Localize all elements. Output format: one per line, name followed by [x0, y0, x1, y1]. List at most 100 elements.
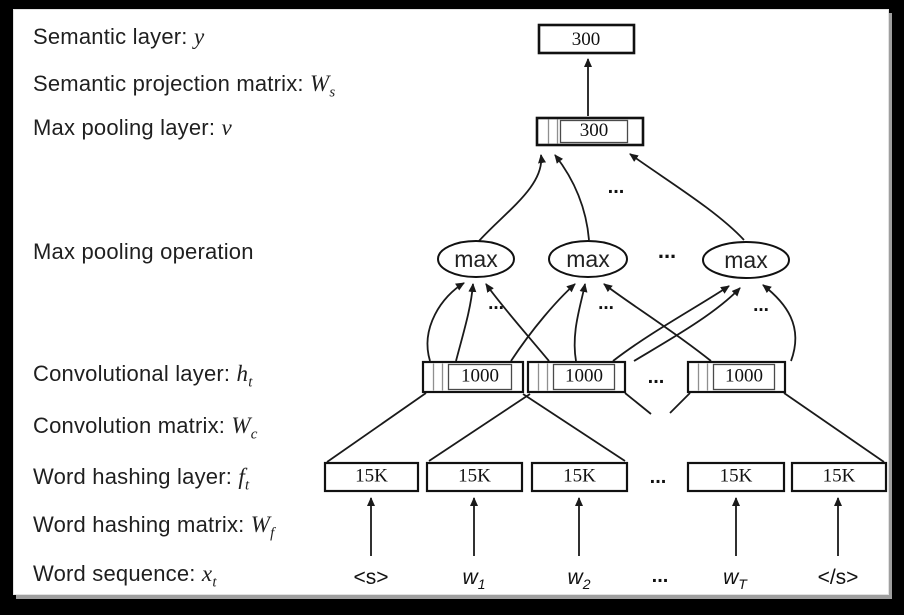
math-subscript: t [212, 574, 217, 591]
conv-layer-boxes: 1000 1000 1000 [421, 360, 787, 394]
max-pooling-nodes: max max max [437, 240, 790, 279]
label-text: Word hashing layer: [33, 464, 239, 489]
math-symbol: v [221, 115, 232, 140]
dots-between-max: ... [658, 238, 676, 263]
conv-box-3 [686, 360, 787, 394]
max-node-1 [437, 240, 515, 278]
label-text: Convolution matrix: [33, 413, 232, 438]
conv-inner-cell [712, 363, 776, 391]
token-subscript: 1 [478, 576, 486, 592]
max-node-3-label: max [724, 247, 768, 273]
token-wT: wT [723, 566, 748, 592]
token-text: </s> [818, 566, 859, 589]
math-symbol: h [236, 361, 249, 386]
token-text: <s> [353, 566, 388, 589]
conv-inner-cell [552, 363, 616, 391]
wires-max-to-pool [477, 153, 745, 243]
conv-box-2-value: 1000 [565, 366, 603, 387]
label-text: Word hashing matrix: [33, 512, 251, 537]
slide-background [13, 9, 889, 595]
label-max-pooling-operation: Max pooling operation [33, 239, 254, 265]
math-subscript: f [270, 525, 275, 542]
wire-conv1-to-max2 [510, 283, 576, 362]
wire-max2-to-pool [554, 154, 590, 241]
math-symbol: W [231, 413, 251, 438]
label-word-hashing-matrix: Word hashing matrix: Wf [33, 512, 275, 542]
hash-box-1-value: 15K [355, 466, 388, 487]
word-hashing-boxes: 15K 15K 15K 15K 15K [323, 461, 888, 493]
dots-under-max3: ... [753, 295, 769, 316]
semantic-layer-value: 300 [572, 29, 601, 50]
hash-box-5 [790, 461, 888, 493]
wire-conv3-to-max3 [762, 284, 797, 362]
token-w1: w1 [463, 566, 486, 592]
math-subscript: c [250, 426, 258, 443]
hash-box-2-value: 15K [458, 466, 491, 487]
max-pooling-layer-box: 300 [535, 116, 645, 147]
math-subscript: t [244, 477, 250, 494]
hash-box-5-value: 15K [823, 466, 856, 487]
ellipsis-dots: ... ... ... ... ... ... ... [488, 176, 769, 488]
token-end: </s> [818, 566, 859, 589]
wire-conv1-to-max1 [426, 282, 465, 362]
token-text: w [723, 566, 740, 589]
max-node-2-label: max [566, 246, 610, 272]
wire-conv3-to-max2 [603, 283, 712, 362]
max-node-3 [702, 241, 790, 279]
dots-between-hash: ... [650, 466, 667, 488]
hash-box-3-value: 15K [563, 466, 596, 487]
wire-conv2-to-max1 [485, 283, 550, 362]
hash-box-4-value: 15K [720, 466, 753, 487]
conv-box-1 [421, 360, 525, 394]
semantic-layer-box [537, 23, 636, 55]
math-symbol: y [193, 24, 205, 49]
label-word-sequence: Word sequence: xt [33, 561, 217, 591]
label-convolution-matrix: Convolution matrix: Wc [33, 413, 258, 443]
label-text: Convolutional layer: [33, 361, 237, 386]
token-subscript: 2 [582, 576, 591, 592]
wire-max1-to-pool [477, 154, 546, 243]
trapezoid-conv1-left [326, 392, 427, 463]
token-text: w [463, 566, 480, 589]
label-convolutional-layer: Convolutional layer: ht [33, 361, 253, 391]
hash-box-2 [425, 461, 524, 493]
hash-box-1 [323, 461, 420, 493]
wires-conv-to-max [426, 282, 797, 362]
conv-inner-cell [447, 363, 513, 391]
hash-box-3 [530, 461, 629, 493]
max-node-1-label: max [454, 246, 498, 272]
token-text: w [568, 566, 585, 589]
label-semantic-projection-matrix: Semantic projection matrix: Ws [33, 71, 336, 101]
pool-inner-cell [559, 119, 629, 144]
dots-under-max2: ... [598, 293, 614, 314]
wire-conv1-to-max1-b [455, 283, 477, 362]
conv-box-2 [526, 360, 627, 394]
math-symbol: x [201, 561, 213, 586]
pool-layer-value: 300 [580, 120, 609, 141]
dots-under-max1: ... [488, 293, 504, 314]
conv-window-trapezoids [326, 392, 885, 463]
token-ellipsis: ... [652, 565, 669, 587]
wire-max3-to-pool [629, 153, 745, 241]
trapezoid-conv2-right [624, 392, 652, 415]
conv-box-3-value: 1000 [725, 366, 763, 387]
word-sequence-tokens: <s> w1 w2 ... wT </s> [353, 565, 858, 592]
conv-box-1-value: 1000 [461, 366, 499, 387]
token-start: <s> [353, 566, 388, 589]
math-subscript: t [248, 374, 253, 391]
label-text: Max pooling layer: [33, 115, 222, 140]
label-word-hashing-layer: Word hashing layer: ft [33, 464, 250, 494]
trapezoid-conv3-left [669, 392, 691, 414]
math-symbol: W [250, 512, 271, 537]
wire-conv2-to-max3-b [633, 287, 741, 362]
dots-above-max: ... [608, 176, 625, 198]
token-w2: w2 [568, 566, 591, 592]
math-subscript: s [329, 84, 336, 101]
label-max-pooling-layer: Max pooling layer: v [33, 115, 232, 141]
math-symbol: W [310, 71, 330, 96]
dots-between-conv: ... [648, 366, 665, 388]
label-text: Semantic layer: [33, 24, 194, 49]
pool-box-outline [535, 116, 645, 147]
